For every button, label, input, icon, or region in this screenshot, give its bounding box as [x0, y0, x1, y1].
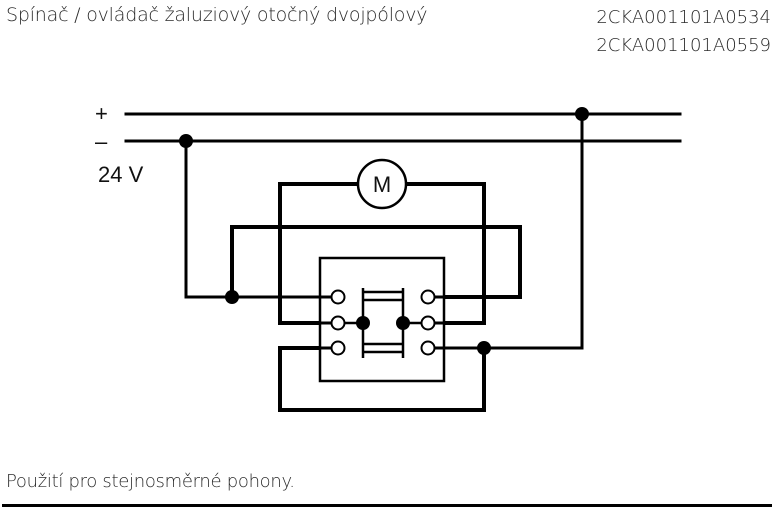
junction-dot	[575, 107, 589, 121]
pivot-dot	[356, 316, 370, 330]
wire-plus-to-switch	[431, 112, 584, 350]
junction-dot	[179, 134, 193, 148]
terminal	[420, 340, 436, 356]
minus-label: –	[95, 129, 108, 154]
terminal	[420, 289, 436, 305]
divider	[2, 504, 772, 507]
wire-minus-to-switch	[184, 139, 334, 299]
junction-dot	[477, 341, 491, 355]
terminal	[330, 340, 346, 356]
pivot-dot	[396, 316, 410, 330]
terminal	[420, 315, 436, 331]
motor-label: M	[373, 172, 391, 197]
usage-note: Použití pro stejnosměrné pohony.	[6, 471, 295, 492]
voltage-label: 24 V	[98, 162, 144, 187]
product-codes: 2CKA001101A0534 2CKA001101A0559	[596, 4, 771, 60]
page-title: Spínač / ovládač žaluziový otočný dvojpó…	[6, 4, 428, 26]
terminal	[330, 315, 346, 331]
product-code: 2CKA001101A0534	[596, 7, 771, 28]
plus-label: +	[95, 101, 108, 126]
junction-dot	[225, 290, 239, 304]
motor-icon	[356, 158, 408, 210]
terminal	[330, 289, 346, 305]
product-code: 2CKA001101A0559	[596, 35, 771, 56]
